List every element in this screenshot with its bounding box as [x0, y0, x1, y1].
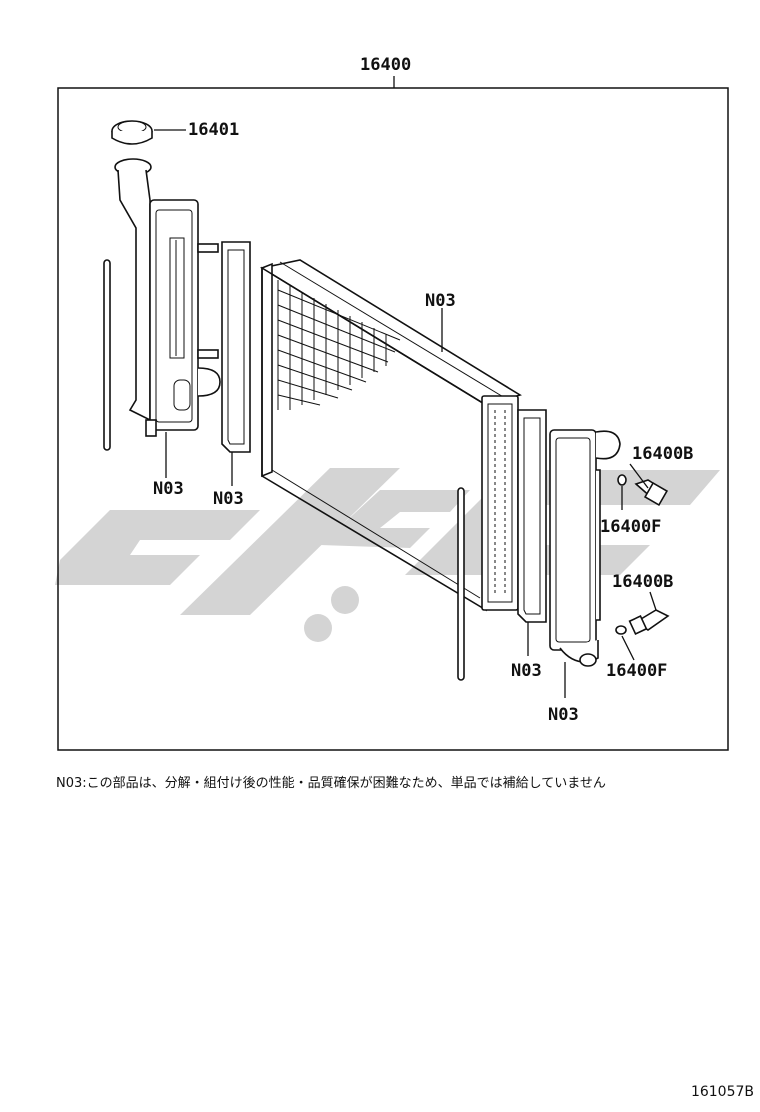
left-tank-n03-label: N03	[153, 479, 184, 499]
radiator-cap	[111, 120, 153, 145]
right-gasket	[517, 409, 547, 623]
right-gasket-n03-label: N03	[511, 661, 542, 681]
drain-plug-lower	[628, 609, 670, 635]
core-n03-label: N03	[425, 291, 456, 311]
right-tank	[549, 429, 621, 667]
oring-upper-label: 16400F	[600, 517, 661, 537]
figure-id: 161057B	[690, 1084, 754, 1100]
oring-lower-label: 16400F	[606, 661, 667, 681]
left-gasket	[221, 241, 251, 453]
supply-note: N03:この部品は、分解・組付け後の性能・品質確保が困難なため、単品では補給して…	[56, 776, 606, 791]
middle-seal-strip	[457, 487, 465, 681]
radiator-core	[259, 259, 522, 612]
oring-upper	[617, 474, 627, 486]
left-gasket-n03-label: N03	[213, 489, 244, 509]
assembly-part-number: 16400	[360, 55, 411, 75]
oring-lower	[615, 625, 627, 635]
left-seal-strip	[103, 259, 111, 451]
drain-plug-upper	[634, 479, 669, 507]
drain-plug-lower-label: 16400B	[612, 572, 673, 592]
core-fin-grid	[277, 280, 401, 410]
cap-part-number: 16401	[188, 120, 239, 140]
right-tank-n03-label: N03	[548, 705, 579, 725]
drain-plug-upper-label: 16400B	[632, 444, 693, 464]
assembly-frame	[57, 87, 729, 751]
left-tank	[114, 158, 221, 437]
